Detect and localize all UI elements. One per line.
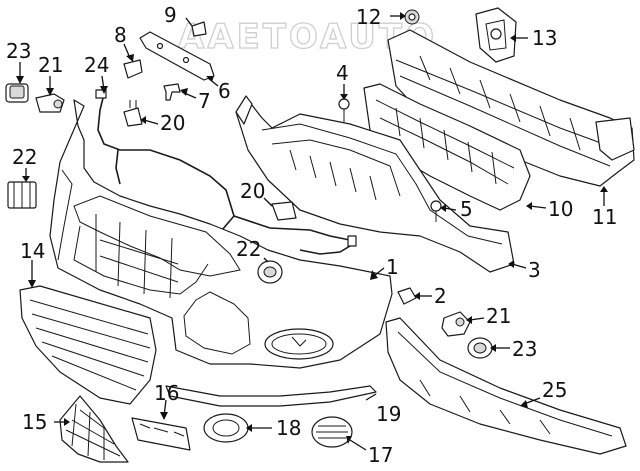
callout-12: 12 — [356, 5, 381, 29]
leader-lines — [16, 12, 608, 451]
callout-22-mid: 22 — [236, 237, 261, 261]
callout-20-mid: 20 — [240, 179, 265, 203]
part-5-bolt — [430, 200, 442, 222]
callout-21-right: 21 — [486, 304, 511, 328]
callout-6: 6 — [218, 79, 231, 103]
part-8-clip — [123, 59, 143, 79]
part-4-bolt — [338, 98, 350, 122]
part-21-right-sensor — [441, 311, 471, 337]
part-21-left-sensor — [35, 93, 65, 113]
part-18-fog-bezel — [203, 413, 249, 443]
part-23-right-bezel — [467, 337, 493, 359]
callout-19: 19 — [376, 402, 401, 426]
callout-1: 1 — [386, 255, 399, 279]
callout-25: 25 — [542, 378, 567, 402]
callout-8: 8 — [114, 23, 127, 47]
part-15-grille-insert — [59, 395, 129, 463]
callout-14: 14 — [20, 239, 45, 263]
callout-4: 4 — [336, 61, 349, 85]
part-20-top-connector — [123, 100, 143, 127]
callout-20-top: 20 — [160, 111, 185, 135]
part-7-pushpin — [163, 83, 181, 101]
part-9-clip — [191, 21, 207, 37]
callout-7: 7 — [198, 89, 211, 113]
callout-18: 18 — [276, 416, 301, 440]
callout-13: 13 — [532, 26, 557, 50]
part-23-left-bezel — [5, 83, 29, 103]
callout-2: 2 — [434, 284, 447, 308]
part-22-mid-retainer — [257, 260, 283, 284]
callout-15: 15 — [22, 410, 47, 434]
callout-22-left: 22 — [12, 145, 37, 169]
callout-16: 16 — [154, 381, 179, 405]
part-14-lower-grille — [19, 285, 157, 405]
part-13-bracket — [475, 7, 517, 63]
callout-23-left: 23 — [6, 39, 31, 63]
part-1-bumper-cover — [49, 99, 393, 369]
part-11-bumper-beam — [387, 29, 635, 187]
callout-23-right: 23 — [512, 337, 537, 361]
callout-9: 9 — [164, 3, 177, 27]
callout-3: 3 — [528, 258, 541, 282]
callout-labels: 23 21 8 9 24 6 7 4 12 13 20 22 20 5 10 1… — [6, 3, 617, 467]
part-22-left-retainer — [7, 181, 37, 209]
part-20-mid-connector — [271, 201, 297, 221]
part-3-support — [235, 95, 515, 273]
callout-5: 5 — [460, 197, 473, 221]
callout-17: 17 — [368, 443, 393, 467]
callout-24: 24 — [84, 53, 109, 77]
part-2-clip — [397, 287, 417, 305]
part-12-nut — [404, 9, 420, 25]
part-17-grille-cover — [311, 416, 353, 448]
callout-11: 11 — [592, 205, 617, 229]
part-16-trim — [131, 417, 191, 451]
callout-10: 10 — [548, 197, 573, 221]
part-19-molding — [165, 385, 377, 407]
part-25-lower-shield — [385, 317, 627, 455]
callout-21-left: 21 — [38, 53, 63, 77]
